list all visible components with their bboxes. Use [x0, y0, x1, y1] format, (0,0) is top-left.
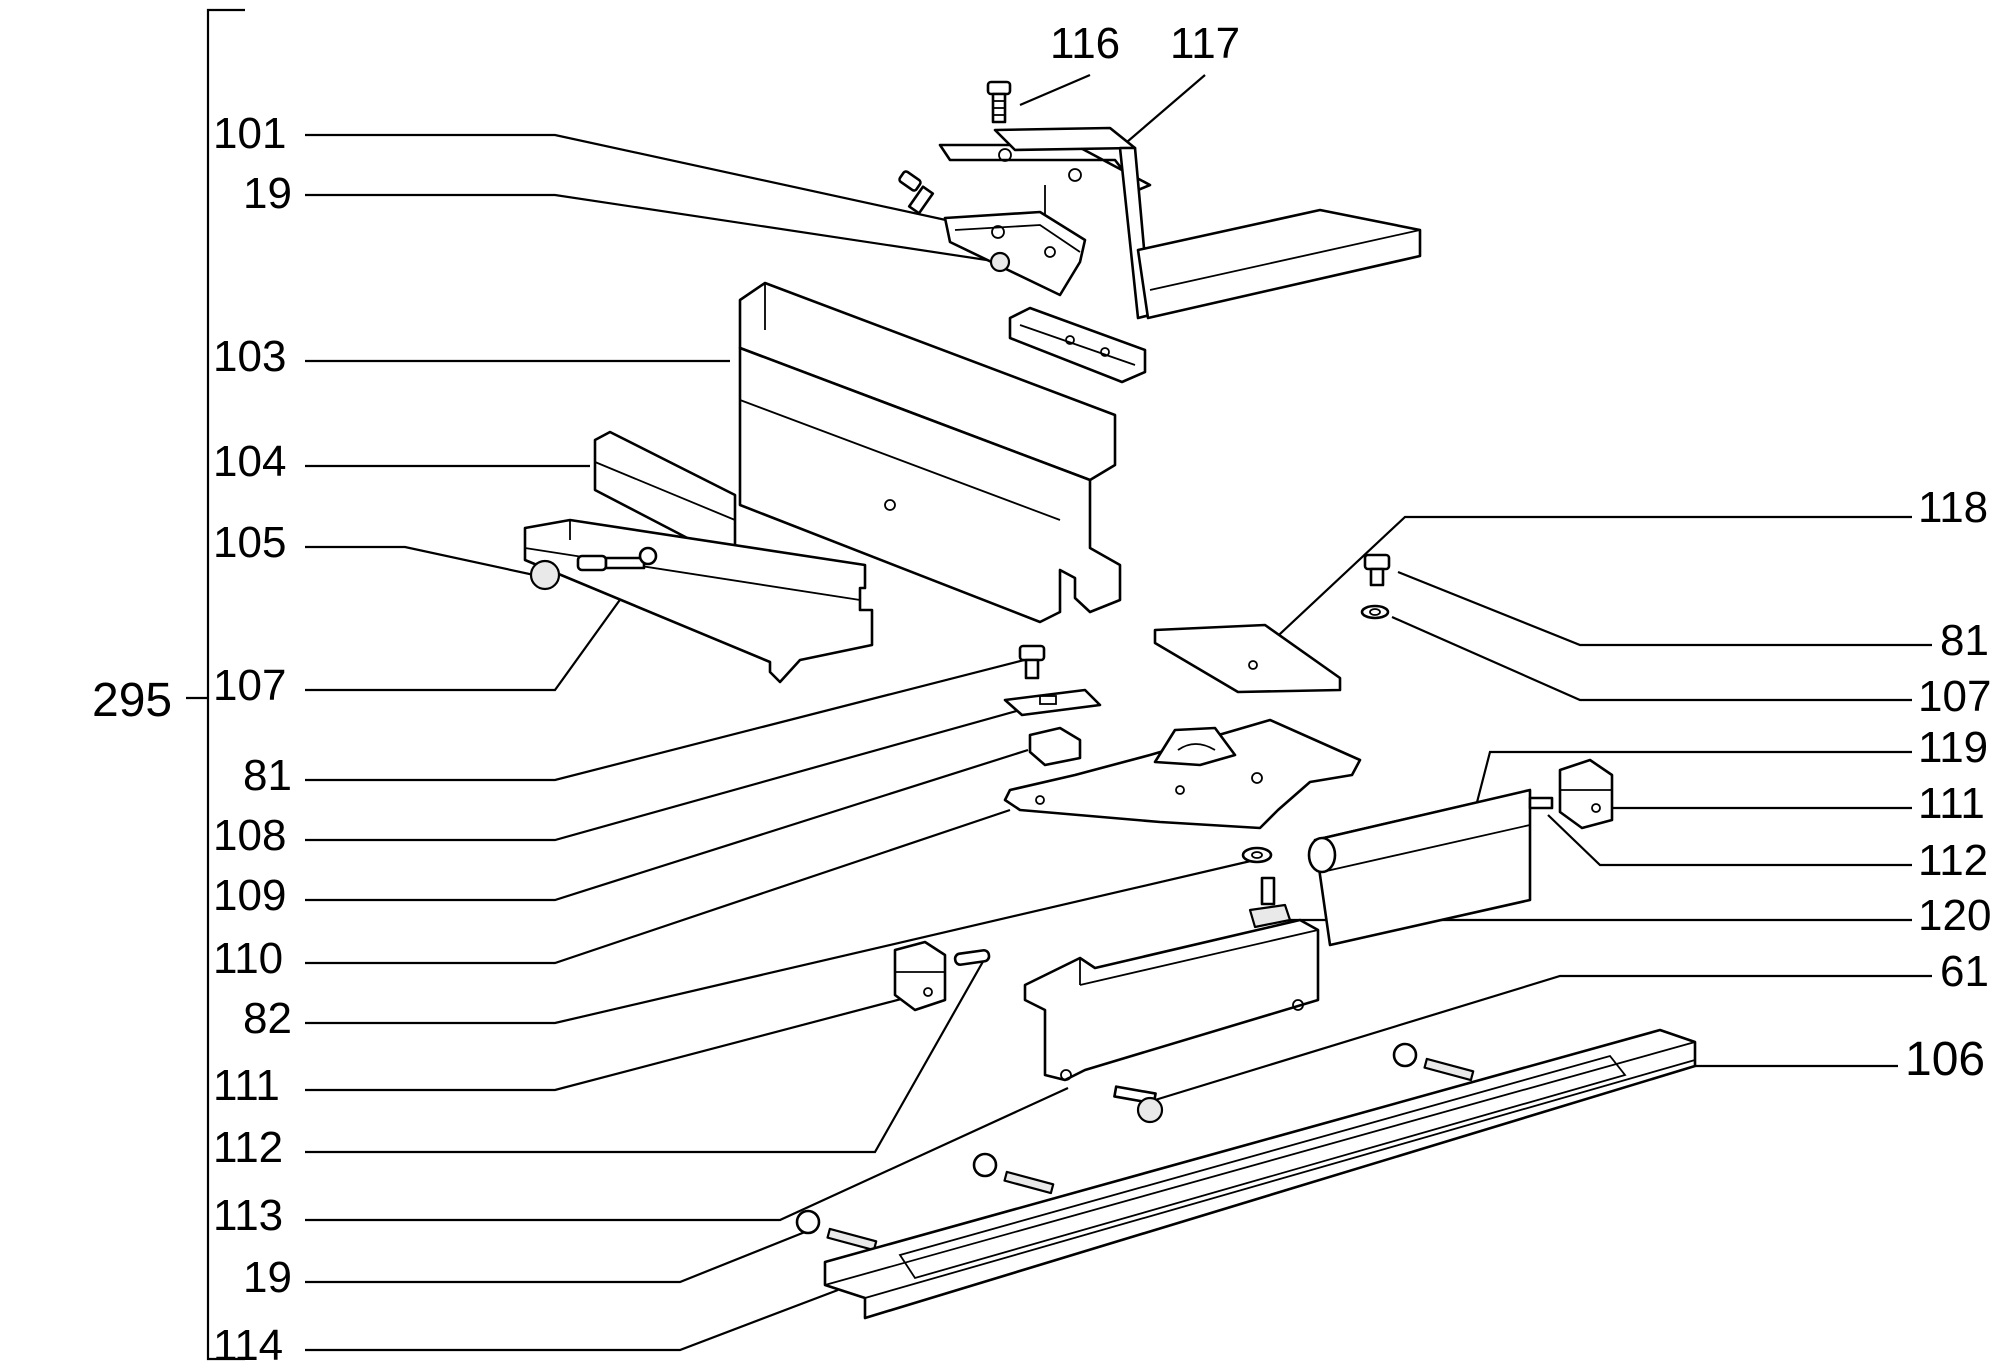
label-113: 113 [213, 1191, 283, 1240]
leader-119 [1473, 750, 1912, 811]
label-106: 106 [1905, 1033, 1985, 1086]
part-109-block [1028, 726, 1082, 767]
leader-113 [305, 1087, 1069, 1222]
part-116-screw [986, 80, 1012, 124]
left-labels: 101 19 103 104 105 107 81 108 109 110 82… [213, 109, 292, 1370]
right-labels: 118 81 107 119 111 112 120 61 106 [1905, 483, 1991, 1086]
leader-101 [305, 133, 956, 224]
label-19-top: 19 [243, 169, 292, 218]
part-108-plate [1003, 688, 1102, 717]
part-105-profile [523, 518, 874, 684]
part-111-block-right [1558, 758, 1614, 830]
part-82-washer [1241, 846, 1273, 864]
label-111-right: 111 [1918, 779, 1985, 828]
label-108: 108 [213, 811, 286, 860]
part-slider-piece [1008, 306, 1147, 384]
part-117-bracket [938, 126, 1422, 320]
leader-109 [305, 748, 1029, 902]
label-81: 81 [243, 751, 292, 800]
label-101: 101 [213, 109, 286, 158]
label-118: 118 [1918, 483, 1988, 532]
leader-112-right [1547, 814, 1912, 867]
label-103: 103 [213, 332, 286, 381]
label-116: 116 [1050, 19, 1120, 68]
part-19-nuts [795, 1042, 1475, 1252]
part-107-washer-right [1360, 604, 1390, 620]
leader-lines [305, 73, 1932, 1352]
label-104: 104 [213, 437, 286, 486]
label-112-right: 112 [1918, 836, 1988, 885]
leader-19-bottom [305, 1228, 811, 1284]
leader-117 [1119, 74, 1206, 149]
part-110-base-plate [1003, 718, 1362, 830]
part-103-extrusion [738, 281, 1122, 624]
label-112: 112 [213, 1123, 283, 1172]
top-labels: 116 117 [1050, 19, 1240, 68]
label-295: 295 [92, 674, 172, 727]
leader-118 [1249, 515, 1912, 663]
part-112-pin-left [953, 949, 991, 966]
leader-61 [1154, 974, 1932, 1102]
part-119-roller [1307, 788, 1554, 947]
leader-114 [305, 1288, 839, 1352]
part-81-bolt-right [1363, 553, 1391, 587]
leader-112 [305, 957, 986, 1154]
part-113-screw [1113, 1085, 1164, 1124]
part-81-bolt-center [1018, 644, 1046, 680]
label-120: 120 [1918, 891, 1991, 940]
leader-110 [305, 808, 1011, 965]
part-61-bracket [1023, 918, 1320, 1082]
leader-107 [305, 557, 651, 692]
part-106-scale-bar [823, 1028, 1697, 1320]
leader-81 [305, 656, 1033, 782]
leader-111 [305, 996, 906, 1092]
part-118-plate [1153, 623, 1342, 694]
label-111: 111 [213, 1061, 280, 1110]
leader-105 [305, 545, 549, 580]
label-19-bottom: 19 [243, 1253, 292, 1302]
leader-116 [1019, 73, 1091, 107]
label-110: 110 [213, 934, 283, 983]
label-117: 117 [1170, 19, 1240, 68]
leader-107-right [1391, 615, 1912, 702]
label-107: 107 [213, 661, 286, 710]
label-109: 109 [213, 871, 286, 920]
label-114: 114 [213, 1321, 283, 1370]
label-107-right: 107 [1918, 672, 1991, 721]
label-119: 119 [1918, 723, 1988, 772]
label-61: 61 [1940, 947, 1989, 996]
part-101-clamp [943, 210, 1087, 297]
leader-82 [305, 858, 1256, 1025]
label-81-right: 81 [1940, 616, 1989, 665]
assembly-bracket [186, 8, 245, 1361]
label-82: 82 [243, 994, 292, 1043]
part-111-block-left [893, 940, 947, 1012]
label-105: 105 [213, 518, 286, 567]
leader-81-right [1397, 570, 1932, 647]
leader-19-top [305, 193, 1001, 264]
leader-108 [305, 708, 1021, 842]
part-120-knob [1248, 876, 1292, 929]
part-19-screw-top [898, 170, 935, 215]
